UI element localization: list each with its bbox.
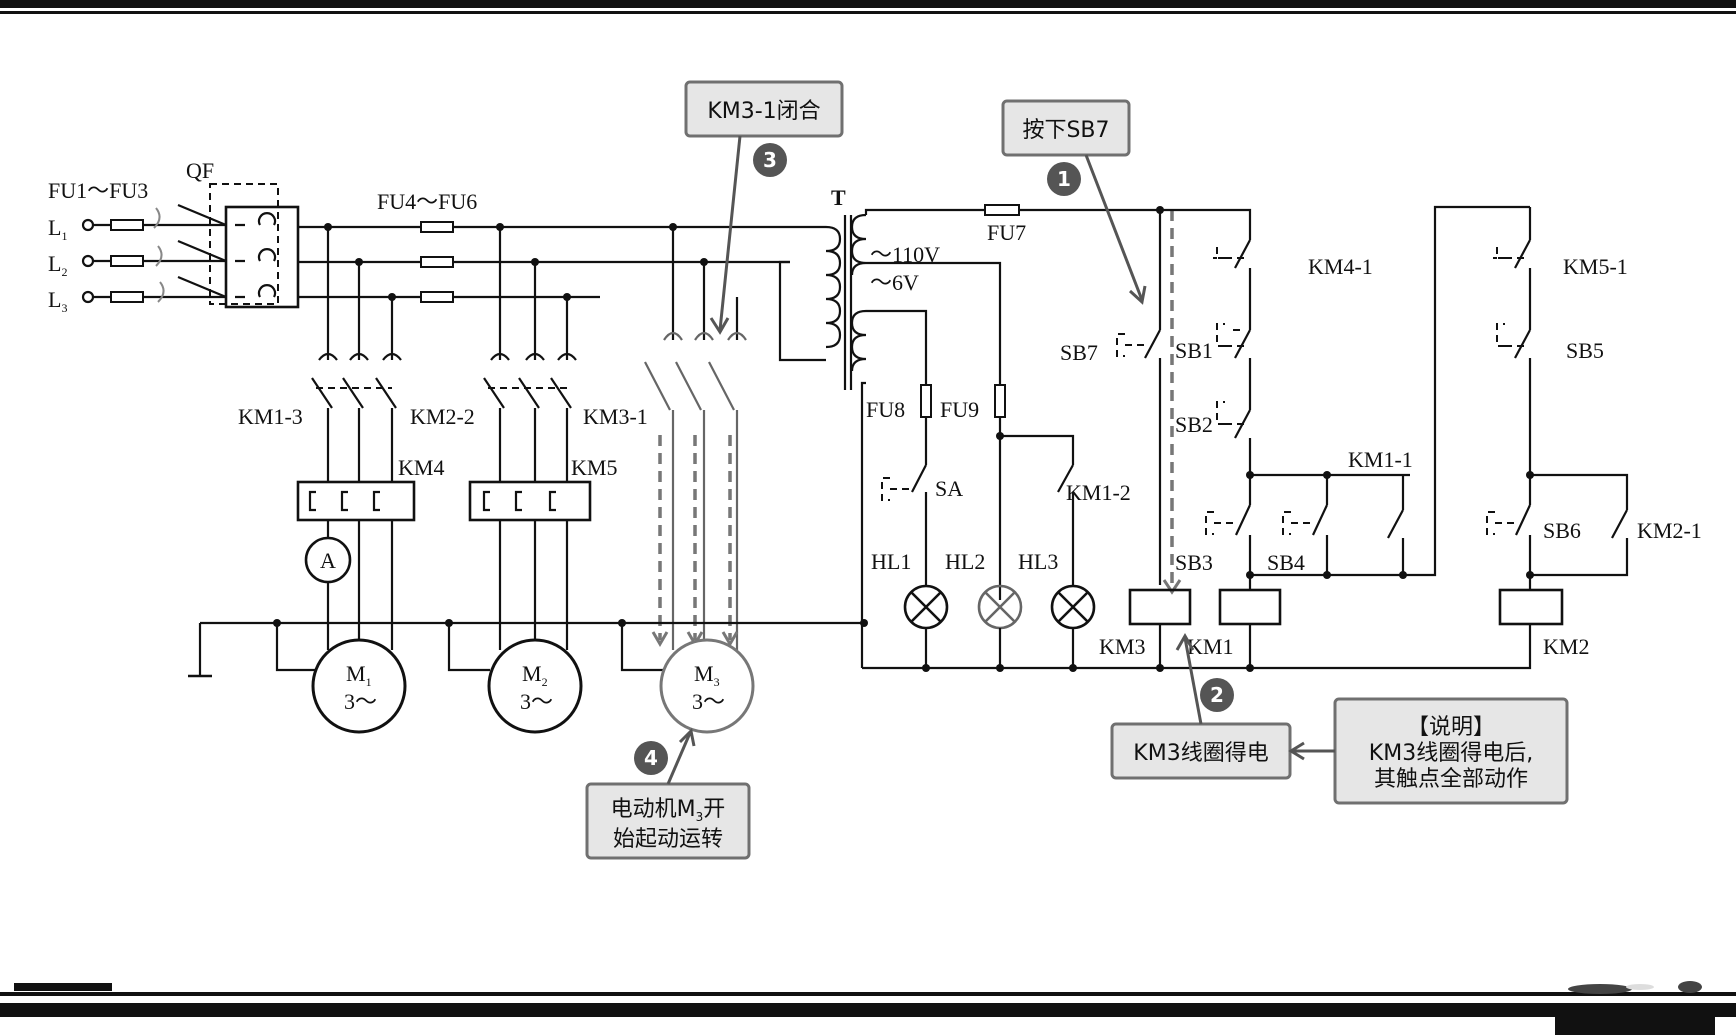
motor-m1 [311, 638, 407, 734]
label-sb1: SB1 [1175, 338, 1213, 363]
main-bus [298, 221, 826, 303]
svg-text:2: 2 [1210, 683, 1224, 707]
motor-branch-2 [468, 227, 592, 650]
label-qf: QF [186, 158, 214, 183]
callout-arrows [666, 135, 1335, 785]
svg-text:4: 4 [644, 746, 658, 770]
label-fu9: FU9 [940, 397, 979, 422]
label-fu7: FU7 [987, 220, 1026, 245]
label-sb5: SB5 [1566, 338, 1604, 363]
label-sb2: SB2 [1175, 412, 1213, 437]
label-fu1-fu3: FU1～FU3 [48, 178, 148, 203]
label-l2: L2 [48, 251, 67, 279]
label-km3-coil: KM3 [1099, 634, 1145, 659]
label-m3: M3 [694, 661, 720, 689]
svg-text:1: 1 [1057, 167, 1071, 191]
label-m3-phase: 3～ [692, 689, 725, 714]
label-km2-1: KM2-1 [1637, 518, 1702, 543]
label-km1-3: KM1-3 [238, 404, 303, 429]
label-ammeter: A [320, 548, 336, 573]
label-t: T [831, 185, 846, 210]
label-fu8: FU8 [866, 397, 905, 422]
circuit-labels: FU1～FU3 QF FU4～FU6 L1 L2 L3 T ～110V ～6V … [48, 158, 1702, 714]
label-sb3: SB3 [1175, 550, 1213, 575]
svg-text:KM3-1闭合: KM3-1闭合 [707, 99, 820, 124]
step-badge-3: 3 [753, 143, 787, 177]
label-km1-2: KM1-2 [1066, 480, 1131, 505]
label-hl1: HL1 [871, 549, 911, 574]
page-decoration-icon [1568, 981, 1702, 994]
callout-motor-start: 电动机M3开 始起动运转 [585, 782, 751, 860]
motor-branch-3 [644, 227, 747, 650]
label-110v: ～110V [870, 242, 940, 267]
motor-branch-1 [296, 227, 416, 650]
label-fu4-fu6: FU4～FU6 [377, 189, 477, 214]
svg-text:KM3线圈得电: KM3线圈得电 [1133, 741, 1268, 766]
label-sb4: SB4 [1267, 550, 1305, 575]
label-km1-coil: KM1 [1187, 634, 1233, 659]
step-badge-4: 4 [634, 741, 668, 775]
svg-text:3: 3 [763, 148, 777, 172]
label-sb6: SB6 [1543, 518, 1581, 543]
label-m1-phase: 3～ [344, 689, 377, 714]
step-badge-1: 1 [1047, 162, 1081, 196]
svg-text:其触点全部动作: 其触点全部动作 [1374, 767, 1528, 792]
svg-text:电动机M3开: 电动机M3开 [611, 797, 726, 824]
svg-text:KM3线圈得电后,: KM3线圈得电后, [1369, 741, 1533, 766]
svg-text:【说明】: 【说明】 [1407, 715, 1495, 740]
label-l1: L1 [48, 215, 67, 243]
callout-note: 【说明】 KM3线圈得电后, 其触点全部动作 [1333, 697, 1569, 805]
indicator-circuit [862, 384, 1250, 672]
label-km5-1: KM5-1 [1563, 254, 1628, 279]
motor-m2 [487, 638, 583, 734]
label-l3: L3 [48, 287, 67, 315]
label-6v: ～6V [870, 270, 919, 295]
label-hl3: HL3 [1018, 549, 1058, 574]
label-m2: M2 [522, 661, 548, 689]
callout-press-sb7: 按下SB7 [1001, 99, 1131, 157]
qf-breaker [177, 183, 300, 309]
label-sa: SA [935, 476, 963, 501]
label-km3-1: KM3-1 [583, 404, 648, 429]
label-km4: KM4 [398, 455, 444, 480]
step-badge-2: 2 [1200, 678, 1234, 712]
transformer-t [778, 204, 1160, 668]
motor-m3 [659, 638, 755, 734]
label-km4-1: KM4-1 [1308, 254, 1373, 279]
label-m2-phase: 3～ [520, 689, 553, 714]
label-km2-2: KM2-2 [410, 404, 475, 429]
label-hl2: HL2 [945, 549, 985, 574]
control-circuit [1116, 205, 1629, 672]
supply-terminals [81, 207, 227, 304]
callout-km3-1-closed: KM3-1闭合 [684, 80, 844, 138]
label-m1: M1 [346, 661, 372, 689]
callout-km3-coil-energized: KM3线圈得电 [1110, 722, 1292, 780]
ground-bus [188, 619, 868, 678]
label-km1-1: KM1-1 [1348, 447, 1413, 472]
label-km2-coil: KM2 [1543, 634, 1589, 659]
label-sb7: SB7 [1060, 340, 1098, 365]
svg-text:按下SB7: 按下SB7 [1022, 118, 1109, 143]
label-km5: KM5 [571, 455, 617, 480]
svg-text:始起动运转: 始起动运转 [613, 827, 723, 852]
